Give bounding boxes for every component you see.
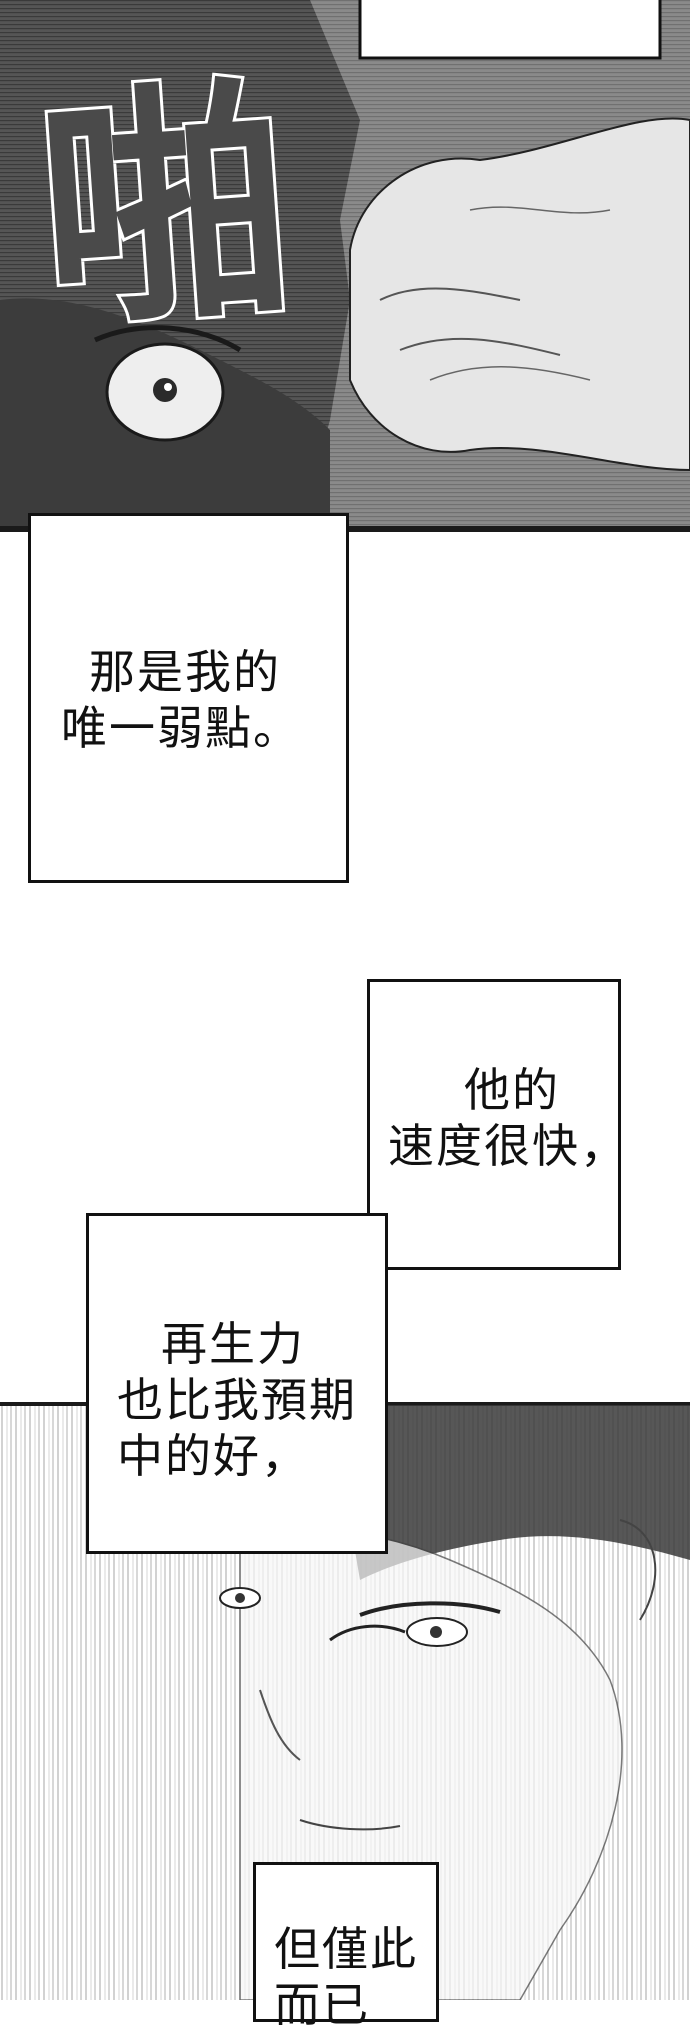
- caption-box-4: 但僅此 而已: [253, 1862, 439, 2032]
- caption-3-line-2: 也比我預期: [117, 1373, 357, 1427]
- caption-2-line-2: 速度很快，: [388, 1119, 628, 1173]
- caption-4-line-2: 而已: [274, 1978, 370, 2032]
- caption-box-2: 他的 速度很快，: [367, 979, 626, 1270]
- caption-box-1: 那是我的 唯一弱點。: [28, 513, 349, 883]
- caption-box-3: 再生力 也比我預期 中的好，: [86, 1213, 388, 1554]
- caption-4-line-1: 但僅此: [274, 1922, 418, 1976]
- caption-3-line-3: 中的好，: [117, 1429, 309, 1483]
- caption-1-line-2: 唯一弱點。: [61, 701, 301, 755]
- caption-1-line-1: 那是我的: [89, 645, 281, 699]
- caption-3-line-1: 再生力: [161, 1317, 305, 1371]
- top-panel-art: [0, 0, 690, 532]
- caption-2-line-1: 他的: [464, 1063, 560, 1117]
- sound-effect-text: 啪: [31, 55, 301, 363]
